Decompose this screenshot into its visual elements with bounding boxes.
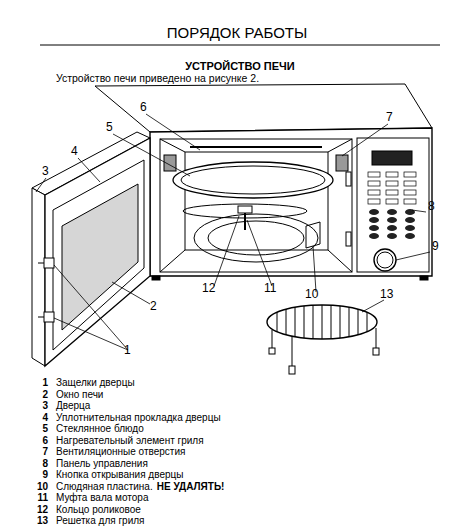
callout-number: 13 xyxy=(380,288,393,302)
list-number: 6 xyxy=(42,435,48,447)
part-name: Решетка для гриля xyxy=(56,515,144,526)
callout-number: 1 xyxy=(124,344,131,358)
list-number: 7 xyxy=(42,446,48,458)
callout-number: 3 xyxy=(42,165,49,179)
list-number: 13 xyxy=(37,515,48,526)
page-title: ПОРЯДОК РАБОТЫ xyxy=(167,24,307,41)
list-number: 4 xyxy=(42,412,48,424)
list-number: 2 xyxy=(42,389,48,401)
list-number: 11 xyxy=(37,492,48,504)
callout-number: 7 xyxy=(386,111,393,125)
part-name: Нагревательный элемент гриля xyxy=(56,435,204,447)
part-name: Вентиляционные отверстия xyxy=(56,446,185,458)
warning-note: НЕ УДАЛЯТЬ! xyxy=(157,481,225,493)
title-rule xyxy=(40,45,440,46)
part-name: Уплотнительная прокладка дверцы xyxy=(56,412,221,424)
callout-number: 5 xyxy=(106,121,113,135)
part-name: Слюдяная пластина. xyxy=(56,481,153,493)
list-number: 9 xyxy=(42,469,48,481)
part-name: Окно печи xyxy=(56,389,103,401)
part-name: Панель управления xyxy=(56,458,148,470)
list-number: 1 xyxy=(42,377,48,389)
list-number: 10 xyxy=(37,481,48,493)
control-panel xyxy=(346,138,429,272)
list-number: 8 xyxy=(42,458,48,470)
part-name: Защелки дверцы xyxy=(56,377,135,389)
callout-number: 4 xyxy=(71,145,78,159)
intro-text: Устройство печи приведено на рисунке 2. xyxy=(56,72,259,84)
leader-lines xyxy=(36,114,430,350)
part-name: Кнопка открывания дверцы xyxy=(56,469,183,481)
callout-number: 2 xyxy=(150,300,157,314)
part-name: Дверца xyxy=(56,400,90,412)
part-name: Кольцо роликовое xyxy=(56,504,141,516)
callout-number: 6 xyxy=(140,101,147,115)
list-number: 12 xyxy=(37,504,48,516)
callout-number: 8 xyxy=(428,200,435,214)
oven-door xyxy=(32,132,150,366)
grill-rack xyxy=(267,305,379,374)
part-name: Стеклянное блюдо xyxy=(56,423,144,435)
part-name: Муфта вала мотора xyxy=(56,492,148,504)
list-number: 3 xyxy=(42,400,48,412)
list-number: 5 xyxy=(42,423,48,435)
section-heading: УСТРОЙСТВО ПЕЧИ xyxy=(185,60,294,73)
callout-number: 9 xyxy=(432,240,439,254)
callout-number: 10 xyxy=(305,288,318,302)
callout-number: 11 xyxy=(264,282,276,296)
callout-number: 12 xyxy=(202,282,215,296)
